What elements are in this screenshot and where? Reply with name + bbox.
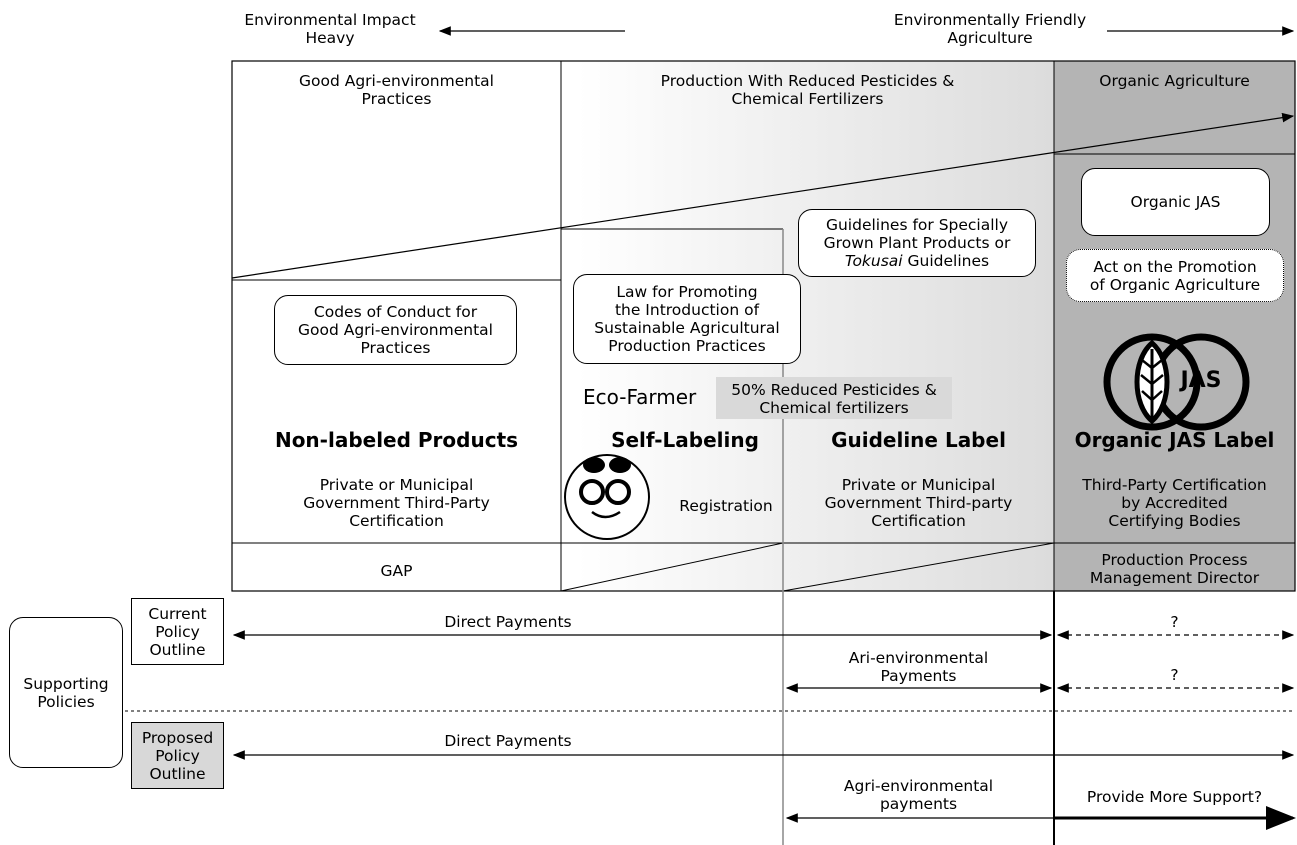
guideline-label-title: Guideline Label [831, 428, 1006, 452]
guidelines-box: Guidelines for Specially Grown Plant Pro… [798, 209, 1036, 277]
organic-jas-box: Organic JAS [1081, 168, 1270, 236]
organic-certification: Third-Party Certification by Accredited … [1082, 476, 1267, 530]
organic-jas-label-title: Organic JAS Label [1074, 428, 1275, 452]
current-policy-box: Current Policy Outline [131, 598, 224, 665]
eco-farmer-label: Eco-Farmer [583, 385, 697, 409]
gap-label: GAP [380, 562, 413, 580]
environmental-impact-heavy-label: Environmental Impact Heavy [244, 11, 416, 47]
direct-payments-proposed-label: Direct Payments [444, 732, 572, 750]
jas-logo-text: JAS [1180, 368, 1222, 393]
self-labeling-title: Self-Labeling [611, 428, 759, 452]
supporting-policies-box: Supporting Policies [9, 617, 123, 768]
jas-logo [1103, 333, 1250, 431]
eco-farmer-logo [564, 454, 650, 540]
eco-farmer-badge: 50% Reduced Pesticides & Chemical fertil… [731, 381, 937, 417]
act-organic-box: Act on the Promotion of Organic Agricult… [1066, 249, 1284, 302]
guidelines-line-2: Tokusai Guidelines [845, 252, 989, 270]
environmentally-friendly-label: Environmentally Friendly Agriculture [893, 11, 1087, 47]
current-question-1: ? [1170, 613, 1179, 631]
guidelines-line: Guidelines for Specially Grown Plant Pro… [823, 216, 1011, 252]
non-labeled-products-title: Non-labeled Products [274, 428, 519, 452]
tokusai-italic: Tokusai [844, 252, 903, 270]
provide-more-support-label: Provide More Support? [1086, 788, 1263, 806]
codes-of-conduct-box: Codes of Conduct for Good Agri-environme… [274, 295, 517, 365]
guideline-certification: Private or Municipal Government Third-pa… [824, 476, 1013, 530]
production-process-director: Production Process Management Director [1089, 551, 1260, 587]
guidelines-rest: Guidelines [902, 252, 990, 270]
self-labeling-registration: Registration [679, 497, 773, 515]
direct-payments-current-label: Direct Payments [444, 613, 572, 631]
current-question-2: ? [1170, 666, 1179, 684]
proposed-policy-box: Proposed Policy Outline [131, 722, 224, 789]
reduced-pesticides-header: Production With Reduced Pesticides & Che… [660, 72, 955, 108]
non-labeled-certification: Private or Municipal Government Third-Pa… [303, 476, 490, 530]
good-agri-practices-header: Good Agri-environmental Practices [299, 72, 494, 108]
ari-environmental-payments-label: Ari-environmental Payments [848, 649, 989, 685]
law-sustainable-box: Law for Promoting the Introduction of Su… [573, 274, 801, 364]
agri-environmental-payments-label: Agri-environmental payments [843, 777, 994, 813]
organic-agriculture-header: Organic Agriculture [1099, 72, 1250, 90]
